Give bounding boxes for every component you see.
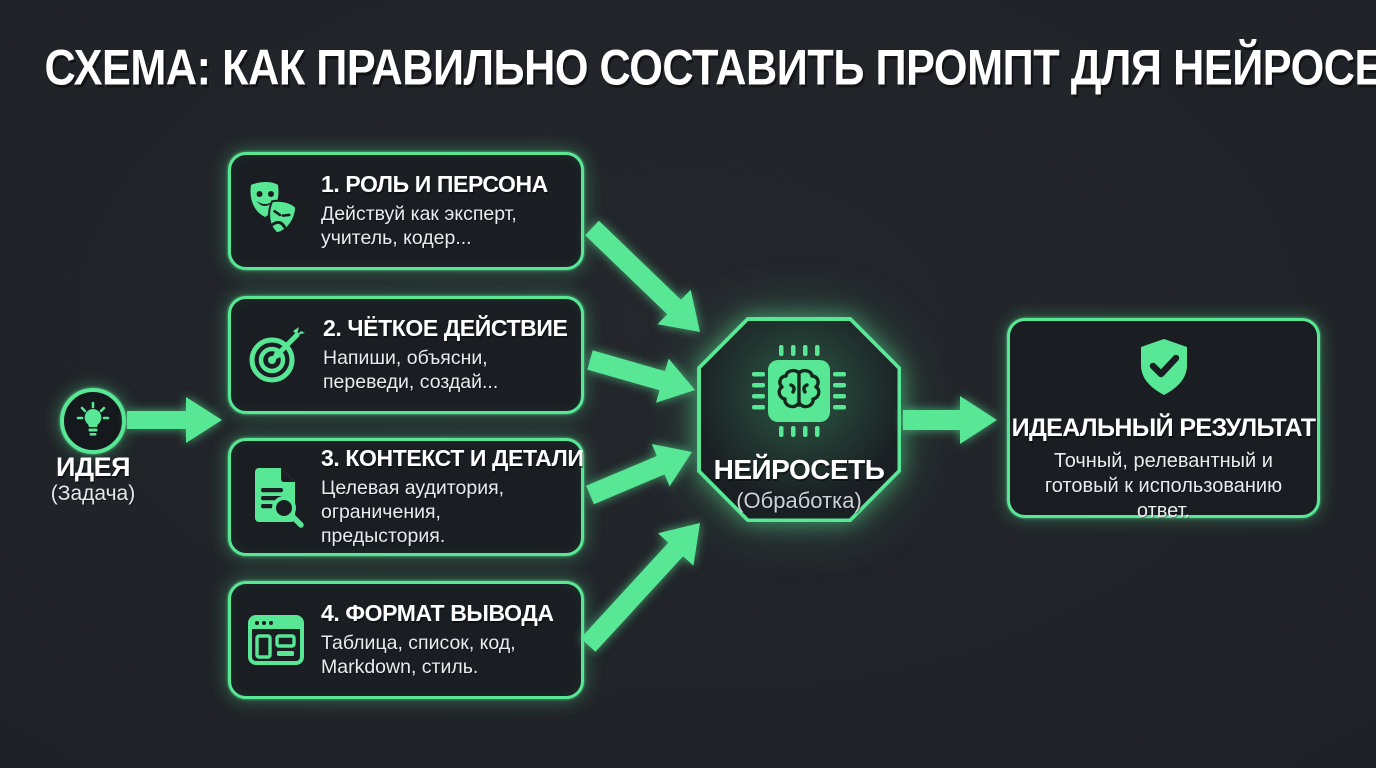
step-card-format: 4. ФОРМАТ ВЫВОДА Таблица, список, код, M… [228,581,584,699]
page-title: СХЕМА: КАК ПРАВИЛЬНО СОСТАВИТЬ ПРОМПТ ДЛ… [44,38,1376,96]
step-title: 2. ЧЁТКОЕ ДЕЙСТВИЕ [323,315,568,342]
lightbulb-icon [73,399,113,444]
step-card-action: 2. ЧЁТКОЕ ДЕЙСТВИЕ Напиши, объясни, пере… [228,296,584,414]
neural-network-node: НЕЙРОСЕТЬ (Обработка) [697,317,901,522]
step-card-text: 3. КОНТЕКСТ И ДЕТАЛИ Целевая аудитория, … [321,445,584,548]
chip-brain-icon [749,341,849,446]
document-search-icon [247,466,305,528]
arrow-idea-to-steps [127,397,222,443]
arrow-network-to-result [903,396,997,444]
step-description: Действуй как эксперт, учитель, кодер... [321,203,517,249]
theater-masks-icon [247,180,305,242]
step-title: 1. РОЛЬ И ПЕРСОНА [321,171,548,198]
step-card-text: 1. РОЛЬ И ПЕРСОНА Действуй как эксперт, … [321,171,565,251]
step-card-context: 3. КОНТЕКСТ И ДЕТАЛИ Целевая аудитория, … [228,438,584,556]
arrow-step1-to-network [585,220,700,332]
step-card-role: 1. РОЛЬ И ПЕРСОНА Действуй как эксперт, … [228,152,584,270]
arrow-step4-to-network [580,523,700,652]
step-description: Напиши, объясни, переведи, создай... [323,347,499,393]
step-card-text: 4. ФОРМАТ ВЫВОДА Таблица, список, код, M… [321,600,565,680]
step-card-text: 2. ЧЁТКОЕ ДЕЙСТВИЕ Напиши, объясни, пере… [323,315,568,395]
processor-subtitle: (Обработка) [736,488,862,513]
result-title: ИДЕАЛЬНЫЙ РЕЗУЛЬТАТ [1011,414,1316,442]
processor-title: НЕЙРОСЕТЬ [713,454,885,485]
result-description: Точный, релевантный и готовый к использо… [1044,450,1283,522]
idea-sublabel: (Задача) [50,482,136,505]
idea-node [60,388,126,454]
step-title: 3. КОНТЕКСТ И ДЕТАЛИ [321,445,584,472]
browser-layout-icon [247,611,305,669]
result-card: ИДЕАЛЬНЫЙ РЕЗУЛЬТАТ Точный, релевантный … [1007,318,1320,522]
target-dart-icon [247,325,307,385]
arrow-step3-to-network [586,444,692,505]
arrow-step2-to-network [587,350,695,403]
shield-check-icon [1135,337,1193,404]
step-title: 4. ФОРМАТ ВЫВОДА [321,600,554,627]
idea-label: ИДЕЯ [55,452,131,482]
step-description: Таблица, список, код, Markdown, стиль. [321,632,516,678]
step-description: Целевая аудитория, ограничения, предысто… [321,477,505,547]
